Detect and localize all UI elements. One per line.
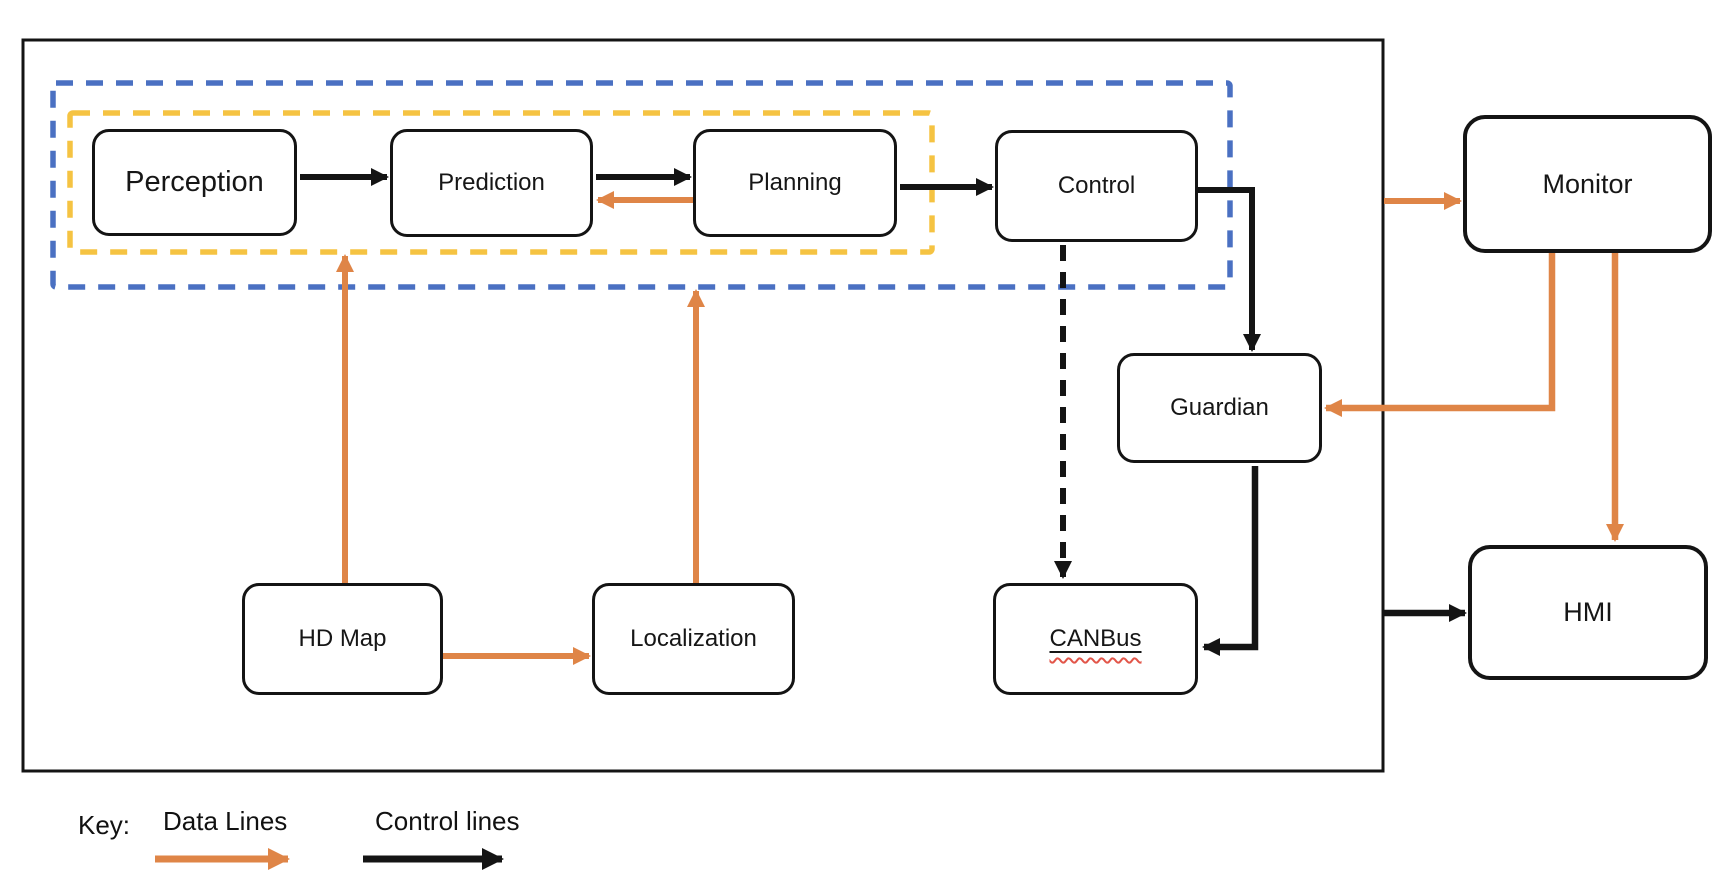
node-canbus-label: CANBus — [1049, 625, 1142, 652]
node-perception-label: Perception — [125, 166, 264, 198]
arrow-monitor-to-guardian — [1324, 253, 1556, 417]
node-canbus: CANBus — [993, 583, 1198, 695]
node-guardian: Guardian — [1117, 353, 1322, 463]
node-control-label: Control — [1057, 172, 1136, 199]
blue-dashed-region — [50, 80, 1233, 290]
yellow-dashed-region — [67, 110, 935, 255]
node-hmi-label: HMI — [1563, 597, 1613, 627]
key-title: Key: — [78, 810, 131, 840]
node-monitor-label: Monitor — [1542, 168, 1633, 199]
node-localization-label: Localization — [630, 625, 757, 652]
arrow-control-to-guardian — [1198, 187, 1261, 352]
node-planning-label: Planning — [748, 169, 842, 196]
node-perception: Perception — [92, 129, 297, 236]
node-planning: Planning — [693, 129, 897, 237]
node-localization: Localization — [592, 583, 795, 695]
key-data-lines-label: Data Lines — [163, 806, 288, 836]
node-canbus-underline: CANBus — [1049, 625, 1141, 653]
node-hd-map-label: HD Map — [298, 625, 387, 652]
node-hd-map: HD Map — [242, 583, 443, 695]
node-prediction-label: Prediction — [438, 169, 545, 196]
key-control-lines-label: Control lines — [375, 806, 520, 836]
node-guardian-label: Guardian — [1170, 394, 1269, 421]
node-control: Control — [995, 130, 1198, 242]
arrow-guardian-to-canbus — [1202, 466, 1259, 656]
node-monitor: Monitor — [1463, 115, 1712, 253]
node-hmi: HMI — [1468, 545, 1708, 680]
node-prediction: Prediction — [390, 129, 593, 237]
